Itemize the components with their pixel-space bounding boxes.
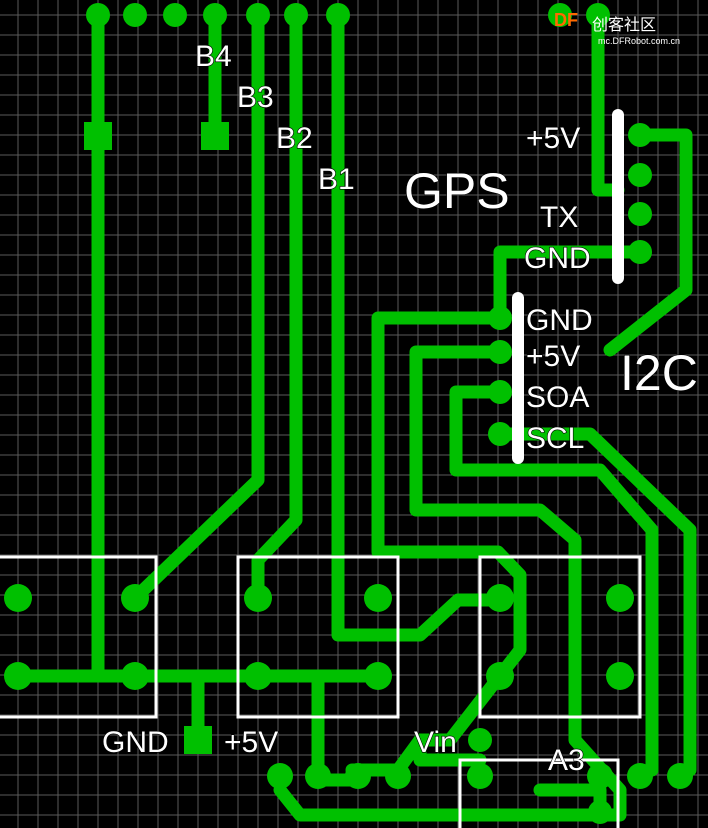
label-gps-5v: +5V [526,122,580,155]
component-outline-a3 [458,758,620,828]
pad [244,662,272,690]
pad [606,662,634,690]
pad [586,3,610,27]
pad [203,3,227,27]
pad [246,3,270,27]
pad [267,763,293,789]
pad [468,728,492,752]
pad [587,763,613,789]
label-pwr-5v: +5V [224,726,278,759]
trace-b1 [331,8,507,642]
label-b1: B1 [318,163,355,196]
pad [121,662,149,690]
label-i2c: I2C [620,345,698,401]
component-outline-2 [236,555,400,719]
pad-square [201,122,229,150]
labels: B4 B3 B2 B1 GPS +5V TX GND I2C GND +5V S… [101,39,698,777]
trace-sda [449,385,659,777]
pad [86,3,110,27]
watermark-brand: 创客社区 [592,15,657,34]
pad [488,340,512,364]
pad [121,584,149,612]
trace-b2 [251,8,303,605]
trace-gps-right [603,128,693,357]
label-i2c-sda: SOA [526,381,589,414]
label-gps: GPS [404,163,510,219]
pad-square [184,726,212,754]
pad [628,163,652,187]
label-gps-gnd: GND [524,242,591,275]
label-b3: B3 [237,81,274,114]
trace-gps-gnd [493,245,647,325]
label-b4: B4 [195,40,232,73]
pad [4,662,32,690]
watermark-logo: DF [554,10,578,30]
pad [326,3,350,27]
trace-b3 [128,8,265,605]
pad [467,763,493,789]
pad [667,763,693,789]
pad [163,3,187,27]
label-vin: Vin [414,726,457,759]
silkscreen [0,109,642,828]
trace-scl [493,427,697,777]
pad [588,800,612,824]
label-gps-tx: TX [540,201,578,234]
pad [364,584,392,612]
pad [305,763,331,789]
pad [244,584,272,612]
pad [606,584,634,612]
pad [385,763,411,789]
component-outline-1 [0,555,158,719]
watermark-site: mc.DFRobot.com.cn [598,36,681,46]
pad [284,3,308,27]
pads [4,3,693,824]
label-i2c-gnd: GND [526,304,593,337]
pad [488,306,512,330]
label-b2: B2 [276,122,313,155]
pad-square [84,122,112,150]
component-outline-3 [478,555,642,719]
pad [345,763,371,789]
label-pwr-gnd: GND [102,726,169,759]
watermark: DF 创客社区 mc.DFRobot.com.cn [554,6,694,46]
pad [488,380,512,404]
pad [488,422,512,446]
label-i2c-scl: SCL [526,422,584,455]
trace-loop [345,311,527,777]
pad [4,584,32,612]
pad [628,123,652,147]
pad [486,584,514,612]
pad [548,3,572,27]
pad [123,3,147,27]
label-i2c-5v: +5V [526,340,580,373]
pad [627,763,653,789]
pad [628,202,652,226]
trace-gps-5v [591,8,625,197]
label-a3: A3 [548,744,585,777]
pad [364,662,392,690]
pad [628,240,652,264]
pad [486,662,514,690]
